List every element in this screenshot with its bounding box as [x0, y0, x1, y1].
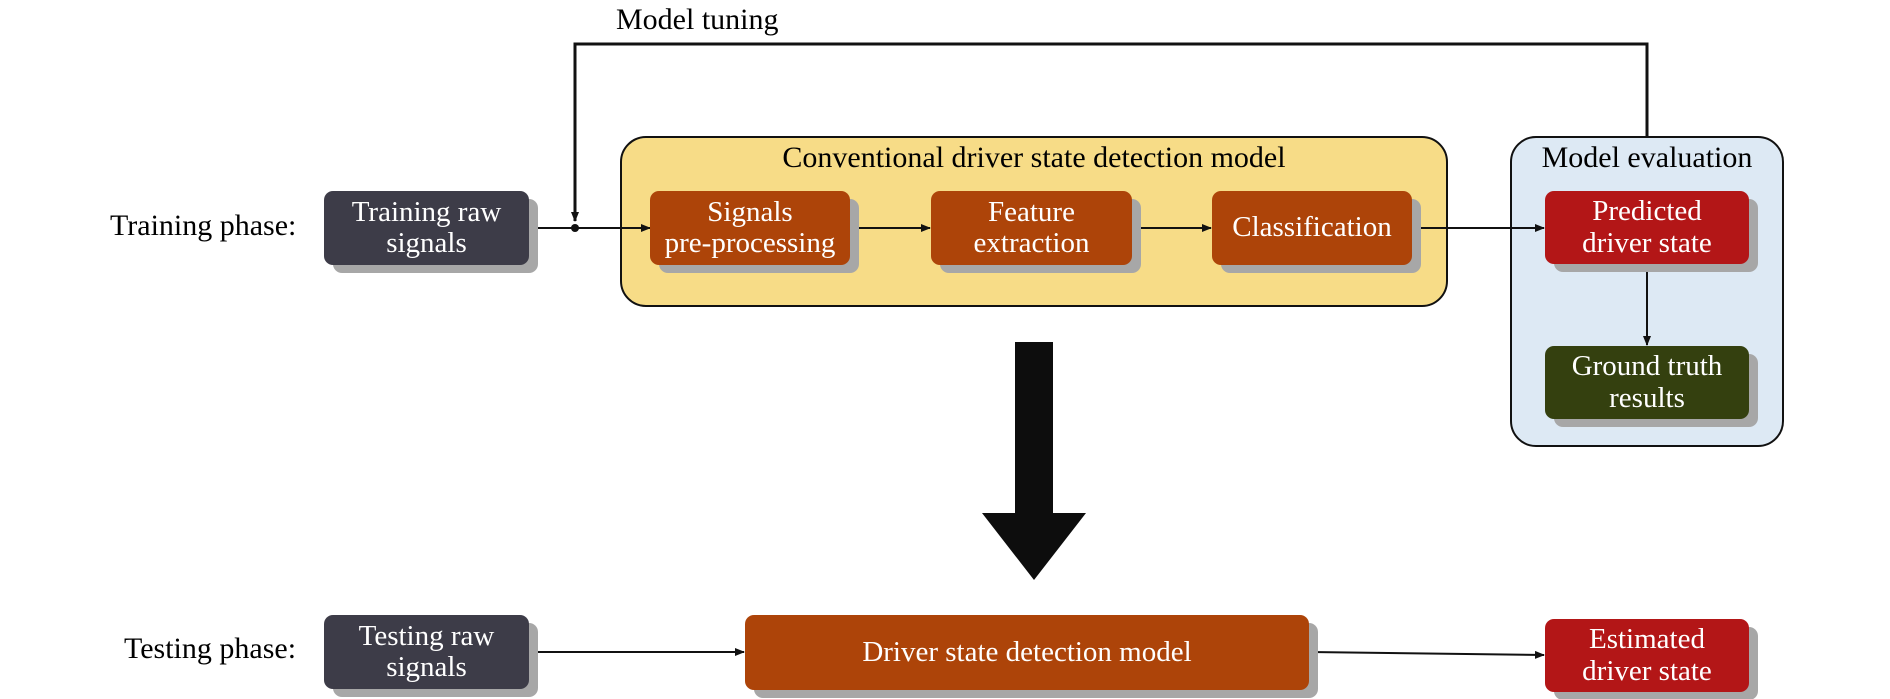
ground-truth-results-box: Ground truth results — [1545, 346, 1749, 419]
model-tuning-label: Model tuning — [616, 3, 779, 36]
testing-phase-label: Testing phase: — [124, 632, 297, 665]
testing-raw-signals-box: Testing raw signals — [324, 615, 529, 689]
conventional-model-title: Conventional driver state detection mode… — [782, 141, 1286, 174]
signals-preprocessing-box: Signals pre-processing — [650, 191, 850, 265]
feature-extraction-box: Feature extraction — [931, 191, 1132, 265]
testing-raw-signals-text: Testing raw signals — [358, 619, 495, 683]
estimated-driver-state-text: Estimated driver state — [1582, 623, 1712, 687]
model-evaluation-title: Model evaluation — [1541, 141, 1753, 174]
signals-preprocessing-text: Signals pre-processing — [664, 195, 836, 259]
training-raw-signals-text: Training raw signals — [351, 195, 502, 259]
predicted-driver-state-box: Predicted driver state — [1545, 191, 1749, 264]
driver-state-detection-model-text: Driver state detection model — [862, 635, 1192, 668]
training-phase-label: Training phase: — [110, 209, 297, 242]
classification-text: Classification — [1232, 211, 1392, 244]
classification-box: Classification — [1212, 191, 1412, 265]
ground-truth-results-text: Ground truth results — [1571, 350, 1723, 414]
estimated-driver-state-box: Estimated driver state — [1545, 619, 1749, 692]
arrow-model-to-estimated — [1309, 650, 1545, 659]
model-tuning-loop — [571, 42, 1649, 222]
feature-extraction-text: Feature extraction — [973, 195, 1090, 259]
big-down-arrow — [982, 342, 1086, 580]
predicted-driver-state-text: Predicted driver state — [1582, 195, 1712, 259]
training-raw-signals-box: Training raw signals — [324, 191, 529, 265]
driver-state-detection-model-box: Driver state detection model — [745, 615, 1309, 690]
